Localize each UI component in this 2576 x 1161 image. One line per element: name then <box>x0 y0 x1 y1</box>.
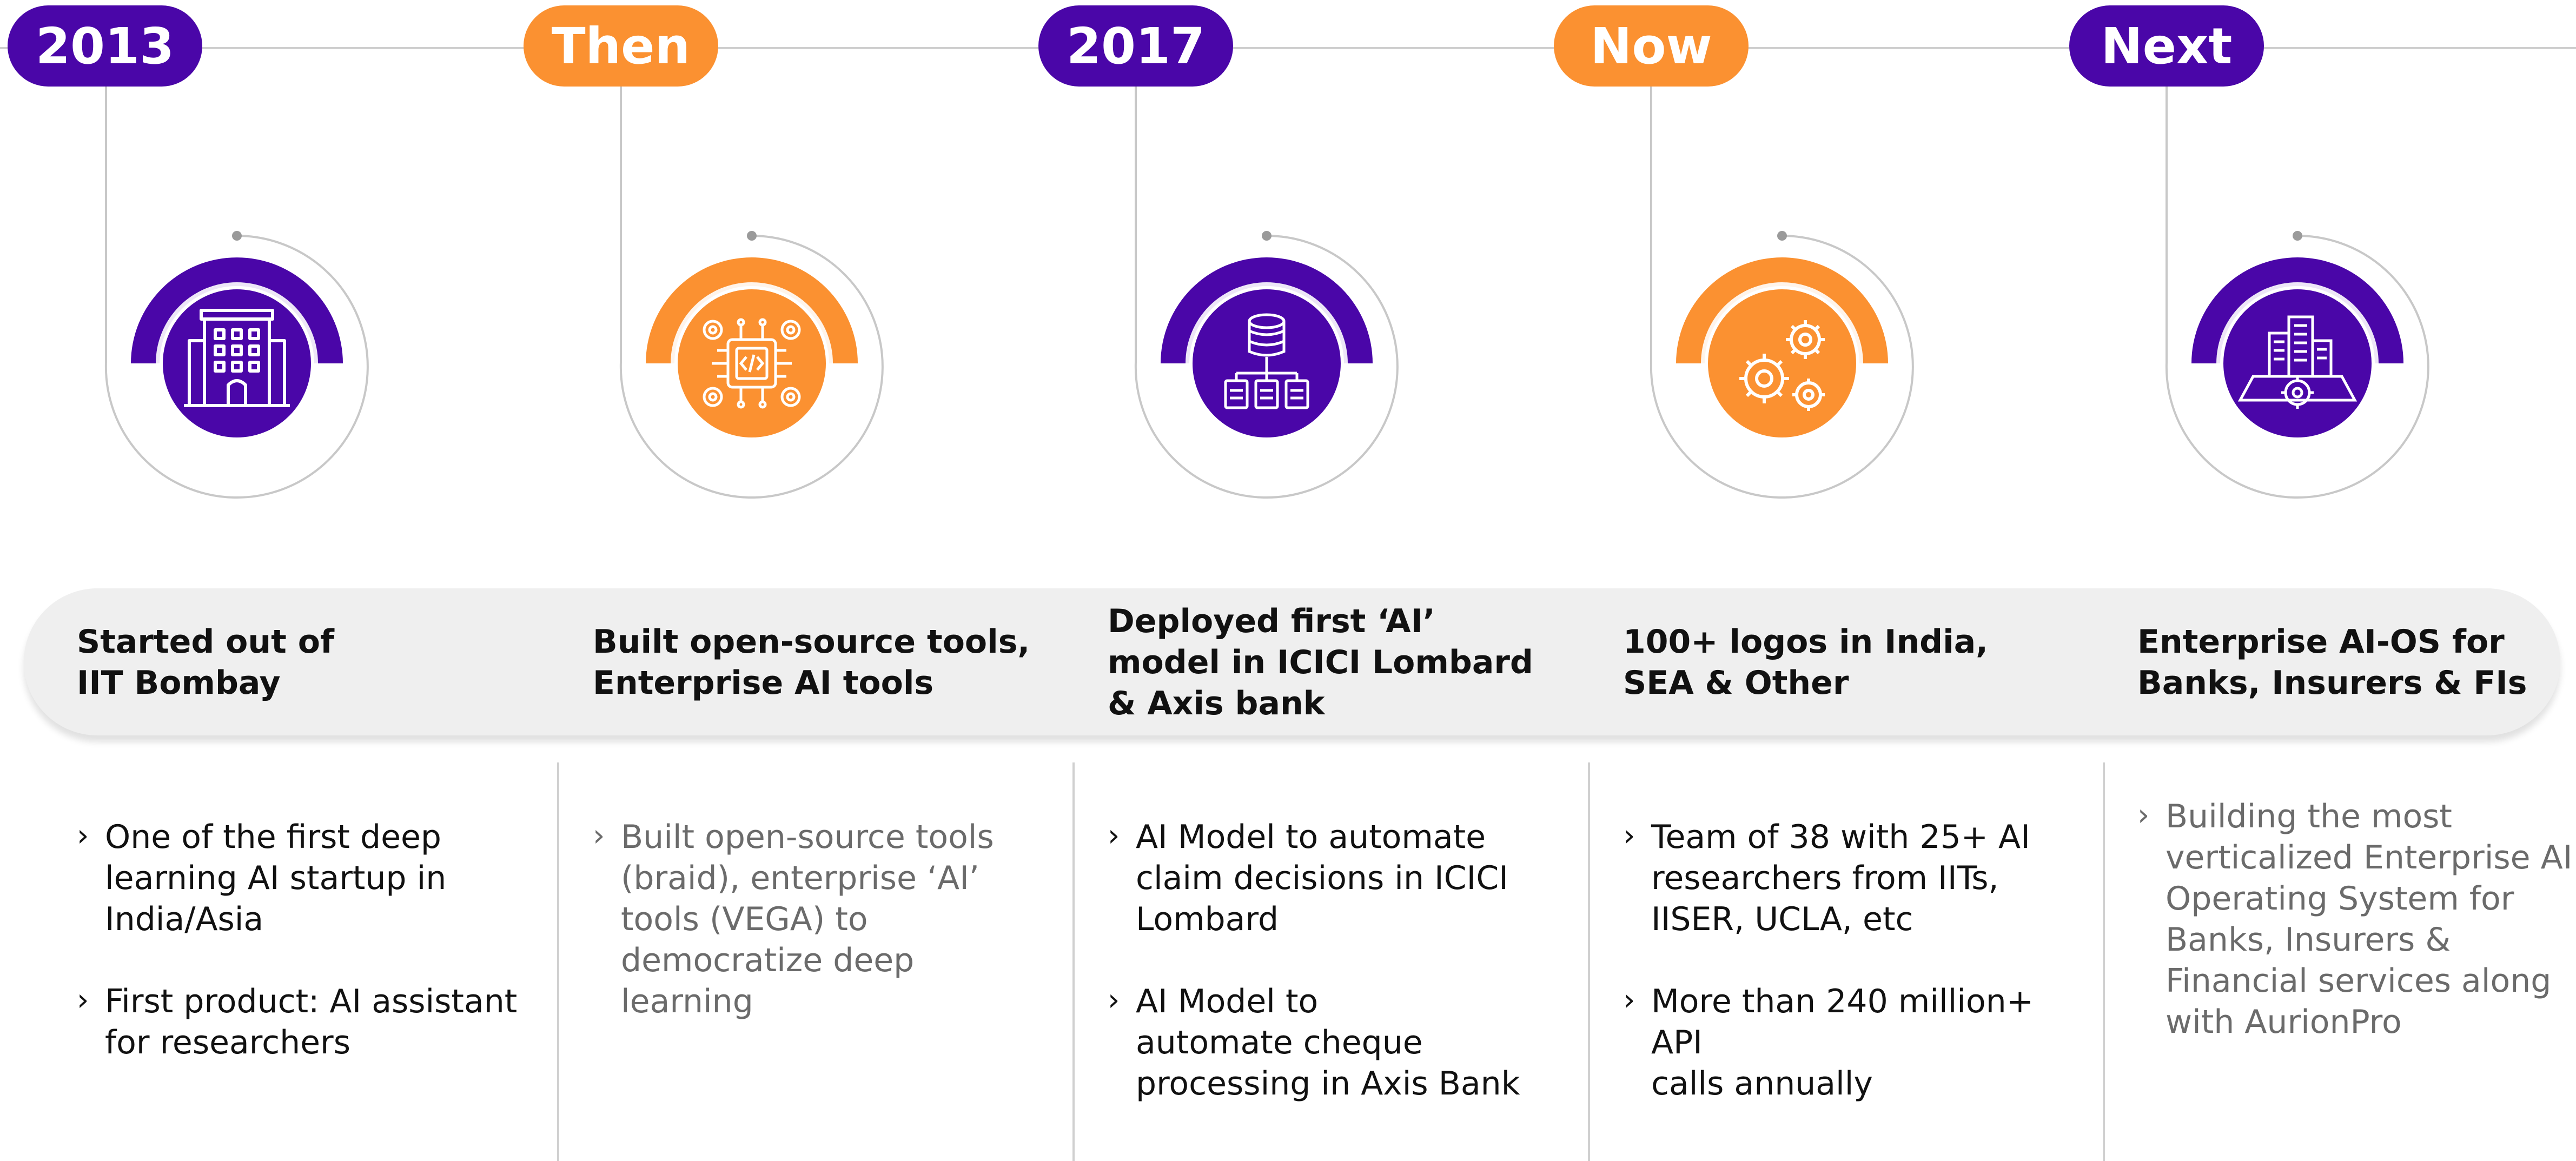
stage-title-now: 100+ logos in India, SEA & Other <box>1623 623 1988 702</box>
database-network-icon <box>1224 313 1309 409</box>
chevron-right-icon: › <box>1108 818 1120 853</box>
chevron-right-icon: › <box>77 983 89 1018</box>
gears-icon <box>1739 320 1825 411</box>
stage-connector-then <box>619 87 884 499</box>
timeline-icons <box>104 87 2429 499</box>
column-divider <box>1072 762 1075 1161</box>
connector-dot <box>1777 231 1787 241</box>
connector-dot <box>2293 231 2302 241</box>
stage-bullets-then: ›Built open-source tools (braid), enterp… <box>593 817 1058 1063</box>
chevron-right-icon: › <box>1623 818 1635 853</box>
stage-connector-2017 <box>1134 87 1399 499</box>
chevron-right-icon: › <box>2137 798 2150 833</box>
ai-chip-code-icon <box>703 318 801 409</box>
chevron-right-icon: › <box>1623 983 1635 1018</box>
stage-pill-then: Then <box>524 5 718 87</box>
stage-bullets-next: ›Building the most verticalized Enterpri… <box>2137 796 2576 1084</box>
office-building-icon <box>184 309 290 407</box>
stage-pill-2017: 2017 <box>1038 5 1233 87</box>
bullet-item: ›Built open-source tools (braid), enterp… <box>593 817 1058 1022</box>
column-divider <box>557 762 559 1161</box>
timeline-line <box>0 47 2576 49</box>
stage-title-2013: Started out of IIT Bombay <box>77 623 335 702</box>
connector-dot <box>1262 231 1272 241</box>
bullet-item: ›AI Model to automate claim decisions in… <box>1108 817 1573 940</box>
stage-title-2017: Deployed first ‘AI’ model in ICICI Lomba… <box>1108 602 1533 722</box>
stage-bullets-now: ›Team of 38 with 25+ AI researchers from… <box>1623 817 2088 1145</box>
connector-dot <box>232 231 242 241</box>
column-divider <box>1588 762 1590 1161</box>
summary-band <box>24 588 2560 735</box>
stage-bullets-2013: ›One of the first deep learning AI start… <box>77 817 542 1104</box>
stage-connector-2013 <box>104 87 369 499</box>
bullet-item: ›One of the first deep learning AI start… <box>77 817 542 940</box>
chevron-right-icon: › <box>593 818 605 853</box>
stage-pill-now: Now <box>1554 5 1749 87</box>
stage-connector-next <box>2165 87 2429 499</box>
stage-title-then: Built open-source tools, Enterprise AI t… <box>593 623 1030 702</box>
stage-bullets-2017: ›AI Model to automate claim decisions in… <box>1108 817 1573 1145</box>
stage-pill-2013: 2013 <box>8 5 202 87</box>
stage-connector-now <box>1650 87 1914 499</box>
stage-pill-next: Next <box>2069 5 2264 87</box>
chevron-right-icon: › <box>77 818 89 853</box>
bullet-item: ›Building the most verticalized Enterpri… <box>2137 796 2576 1043</box>
bullet-item: ›AI Model to automate cheque processing … <box>1108 981 1573 1104</box>
bullet-item: ›Team of 38 with 25+ AI researchers from… <box>1623 817 2088 940</box>
stage-title-next: Enterprise AI-OS for Banks, Insurers & F… <box>2137 623 2527 702</box>
enterprise-platform-icon <box>2237 315 2358 409</box>
column-divider <box>2103 762 2105 1161</box>
connector-dot <box>747 231 757 241</box>
bullet-item: ›First product: AI assistant for researc… <box>77 981 542 1063</box>
chevron-right-icon: › <box>1108 983 1120 1018</box>
bullet-item: ›More than 240 million+ API calls annual… <box>1623 981 2088 1104</box>
